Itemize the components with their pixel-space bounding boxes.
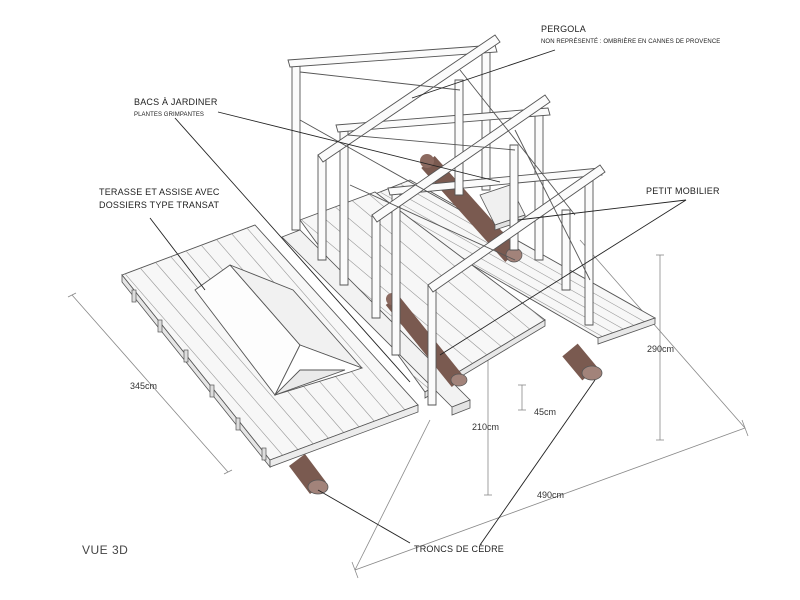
transat-seat: [194, 264, 364, 396]
pergola-label: PERGOLA: [541, 24, 586, 34]
view-title: VUE 3D: [82, 543, 129, 557]
terrace-label-line1: TERASSE ET ASSISE AVEC: [99, 187, 220, 197]
dimension-345: 345cm: [130, 381, 158, 391]
leader-lines: [149, 49, 687, 546]
dimension-210: 210cm: [472, 422, 500, 432]
furniture-label: PETIT MOBILIER: [646, 186, 720, 196]
planter-note: PLANTES GRIMPANTES: [134, 112, 205, 118]
cedar-logs-label: TRONCS DE CÈDRE: [414, 544, 505, 554]
dimension-lines: [67, 239, 749, 579]
dimension-490: 490cm: [537, 490, 565, 500]
pergola-note: NON REPRÉSENTÉ : OMBRIÈRE EN CANNES DE P…: [541, 39, 721, 45]
pergola-frame: [287, 34, 606, 406]
dimension-290: 290cm: [647, 344, 675, 354]
dimension-45: 45cm: [534, 407, 557, 417]
cedar-log-front-right: [562, 343, 603, 381]
terrace-label-line2: DOSSIERS TYPE TRANSAT: [99, 200, 220, 210]
cedar-log-front-left: [289, 454, 329, 495]
planter-label: BACS À JARDINER: [134, 97, 218, 107]
